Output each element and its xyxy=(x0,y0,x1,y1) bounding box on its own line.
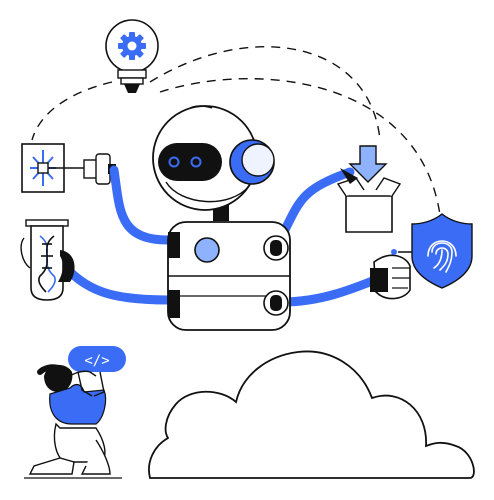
developer-person-icon: </> xyxy=(24,346,126,479)
laser-device-icon xyxy=(21,143,116,193)
shield-icon xyxy=(411,213,473,289)
code-badge-label: </> xyxy=(84,353,109,369)
code-badge-icon: </> xyxy=(68,346,126,372)
download-box-icon xyxy=(336,145,402,233)
robot-head-icon xyxy=(152,105,275,221)
lightbulb-icon xyxy=(105,19,159,93)
fingerprint-icon xyxy=(427,240,457,273)
test-tube-icon xyxy=(20,219,75,301)
robot-torso-icon xyxy=(167,221,291,331)
robot-hand-icon xyxy=(370,249,418,300)
gear-icon xyxy=(118,32,146,60)
cloud-icon xyxy=(148,350,475,479)
dna-icon xyxy=(38,235,56,293)
